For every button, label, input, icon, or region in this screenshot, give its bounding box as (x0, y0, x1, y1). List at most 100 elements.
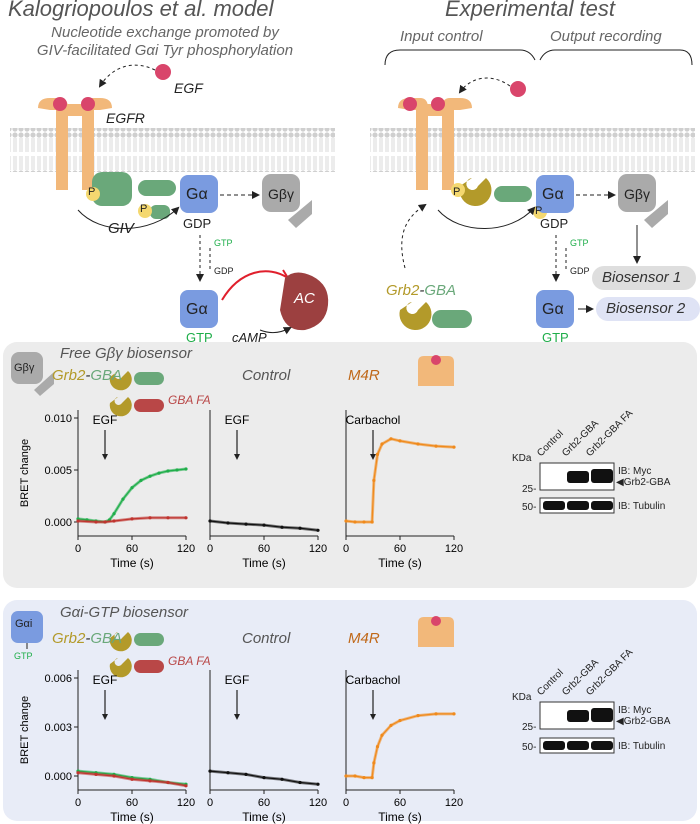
data-point (380, 442, 384, 446)
egf-ligand-right (510, 81, 526, 97)
data-point (353, 774, 357, 778)
gbg-icon (11, 352, 54, 396)
data-point (370, 776, 374, 780)
biosensor1-label: Biosensor 1 (602, 269, 682, 286)
panel2-control-label: Control (242, 630, 291, 647)
blot2-marker-25: 25- (522, 722, 537, 733)
grb2-transfection-arrow (401, 203, 427, 269)
stimulus-arrowhead (234, 714, 240, 720)
gdp-label-2: GDP (540, 216, 569, 231)
grb2-gba-membrane (451, 178, 547, 219)
egfr-receptor (38, 97, 112, 190)
stimulus-arrowhead (102, 454, 108, 460)
data-point (112, 512, 116, 516)
series-band (345, 437, 455, 524)
blot1-marker-25: 25- (522, 484, 537, 495)
data-point (148, 779, 152, 783)
grb2-gba-cytosol (399, 302, 472, 331)
data-point (112, 519, 116, 523)
left-subtitle-line-1: Nucleotide exchange promoted by (51, 24, 279, 41)
x-tick-label: 60 (394, 543, 406, 555)
data-point (175, 468, 179, 472)
m4r-receptor-glyph-1 (418, 355, 454, 386)
y-tick-label: 0.010 (44, 413, 72, 425)
x-axis-label: Time (s) (110, 810, 154, 824)
blot2-kda: KDa (512, 692, 532, 703)
camp-arrow (259, 327, 292, 335)
y-tick-label: 0.006 (44, 673, 72, 685)
x-tick-label: 120 (177, 543, 195, 555)
gbg-left (262, 174, 312, 228)
data-point (380, 733, 384, 737)
galpha-left (180, 175, 218, 213)
data-point (184, 516, 188, 520)
blot1-ib-myc: IB: Myc (618, 466, 652, 477)
panel2-gba: GBA (90, 630, 123, 647)
x-axis-label: Time (s) (378, 810, 422, 824)
left-subtitle-line-2: GIV-facilitated Gαi Tyr phosphorylation (36, 42, 294, 59)
y-axis-label: BRET change (19, 439, 31, 507)
p-label-3: P (453, 186, 461, 198)
data-point (362, 776, 366, 780)
galpha-label-3: Gα (542, 186, 564, 203)
panel1-m4r-label: M4R (348, 367, 380, 384)
panel1-grb2: Grb2 (52, 367, 86, 384)
data-point (389, 723, 393, 727)
stimulus-arrowhead (370, 714, 376, 720)
data-point (280, 525, 284, 529)
camp-label: cAMP (232, 330, 267, 345)
data-point (280, 777, 284, 781)
egfr-receptor-right (398, 97, 472, 190)
data-point (76, 771, 80, 775)
data-point (121, 497, 125, 501)
x-tick-label: 0 (343, 797, 349, 809)
data-point (370, 520, 374, 524)
series-band (77, 467, 187, 524)
panel1-control-label: Control (242, 367, 291, 384)
data-point (76, 519, 80, 523)
gdp-small-1: GDP (214, 266, 234, 276)
giv-label: GIV (108, 220, 134, 237)
x-axis-label: Time (s) (242, 556, 286, 570)
blot1-kda: KDa (512, 453, 532, 464)
left-title: Kalogriopoulos et al. model (8, 0, 274, 21)
data-point (112, 774, 116, 778)
data-point (398, 439, 402, 443)
data-point (389, 437, 393, 441)
panel2-gbafa-label: GBA FA (168, 654, 211, 668)
y-axis-label: BRET change (19, 696, 31, 764)
gbg-right (618, 174, 668, 228)
x-tick-label: 0 (207, 543, 213, 555)
x-tick-label: 120 (309, 543, 327, 555)
x-tick-label: 120 (445, 797, 463, 809)
gbg-label-2: Gβγ (624, 186, 650, 202)
stimulus-label: EGF (93, 413, 118, 427)
gai-icon-label: Gαi (15, 618, 33, 630)
data-point (434, 712, 438, 716)
data-point (344, 774, 348, 778)
x-tick-label: 60 (394, 797, 406, 809)
gai-icon-gtp: GTP (14, 651, 33, 661)
gbg-icon-label: Gβγ (14, 362, 35, 374)
x-tick-label: 120 (309, 797, 327, 809)
data-point (262, 776, 266, 780)
galpha-right (536, 175, 574, 213)
blot1-marker-50: 50- (522, 502, 537, 513)
panel1-grb2-label: Grb2-GBA (52, 367, 122, 384)
data-point (208, 769, 212, 773)
data-point (398, 718, 402, 723)
series-line (345, 438, 455, 523)
data-point (434, 444, 438, 448)
data-point (139, 478, 143, 482)
data-point (375, 452, 380, 456)
blot1-ib-tubulin: IB: Tubulin (618, 501, 666, 512)
series-band (346, 712, 454, 780)
x-tick-label: 120 (445, 543, 463, 555)
galpha-label-1: Gα (186, 186, 208, 203)
gbg-label-1: Gβγ (268, 186, 294, 202)
panel2-dash: - (85, 630, 91, 647)
data-point (452, 445, 456, 449)
stimulus-arrowhead (370, 454, 376, 460)
input-bracket (384, 49, 536, 66)
